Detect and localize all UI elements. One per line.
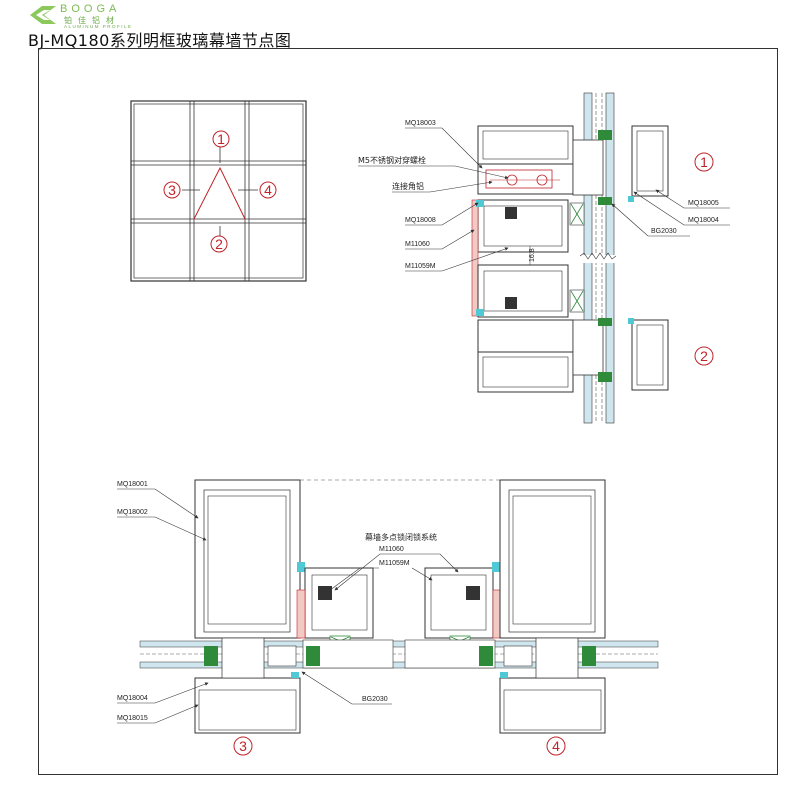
section-3-4-drawing (139, 479, 659, 734)
callout-mq18008: MQ18008 (405, 202, 479, 226)
svg-text:幕墙多点锁闭锁系统: 幕墙多点锁闭锁系统 (365, 532, 437, 542)
svg-text:M11060: M11060 (405, 241, 430, 248)
svg-text:MQ18005: MQ18005 (688, 200, 719, 207)
brand-name-cn: 铂佳铝材 (64, 16, 120, 25)
svg-text:MQ18015: MQ18015 (117, 715, 148, 722)
elevation-marker-1: 1 (212, 130, 230, 148)
callout-mq18004: MQ18004 (633, 191, 730, 226)
svg-text:3: 3 (168, 182, 176, 198)
svg-text:M5不锈钢对穿螺栓: M5不锈钢对穿螺栓 (358, 155, 426, 165)
elevation-marker-4: 4 (259, 181, 277, 199)
callout-mq18002: MQ18002 (117, 509, 207, 541)
svg-text:4: 4 (552, 738, 560, 754)
svg-text:MQ18003: MQ18003 (405, 120, 436, 127)
section-marker-1: 1 (694, 152, 714, 172)
callout-corner-connector: 连接角铝 (392, 180, 493, 193)
svg-text:1: 1 (700, 154, 708, 170)
svg-text:2: 2 (700, 348, 708, 364)
svg-text:M11060: M11060 (379, 546, 404, 553)
elevation-marker-2: 2 (210, 235, 228, 253)
page-title: BJ-MQ180系列明框玻璃幕墙节点图 (28, 31, 292, 50)
svg-text:连接角铝: 连接角铝 (392, 181, 424, 191)
svg-text:MQ18001: MQ18001 (117, 481, 148, 488)
svg-text:M11059M: M11059M (379, 560, 410, 567)
callout-m11059m: M11059M (321, 560, 433, 597)
section-marker-3: 3 (233, 736, 253, 756)
elevation-marker-3: 3 (163, 181, 181, 199)
callout-m11059m: M11059M (405, 247, 509, 272)
svg-text:MQ18004: MQ18004 (688, 217, 719, 224)
svg-text:4: 4 (264, 182, 272, 198)
svg-text:BG2030: BG2030 (362, 696, 388, 703)
callout-m5-bolt: M5不锈钢对穿螺栓 (358, 155, 509, 180)
svg-text:BG2030: BG2030 (651, 228, 677, 235)
dimension-16-8: 16.8 (529, 248, 536, 262)
elevation-grid (130, 100, 307, 282)
callout-m11060: M11060 (405, 229, 475, 250)
callout-mq18003: MQ18003 (405, 120, 483, 169)
callout-mq18001: MQ18001 (117, 481, 199, 519)
svg-text:1: 1 (217, 131, 225, 147)
drawing-frame (38, 48, 778, 775)
svg-text:MQ18008: MQ18008 (405, 217, 436, 224)
section-1-2-drawing (471, 92, 669, 424)
svg-text:MQ18002: MQ18002 (117, 509, 148, 516)
brand-name: BOOGA (60, 3, 121, 15)
callout-m11060-left: M11060 (334, 546, 459, 591)
section-marker-2: 2 (694, 346, 714, 366)
svg-text:M11059M: M11059M (405, 263, 436, 270)
callout-lock-system: 幕墙多点锁闭锁系统 (365, 532, 437, 542)
callout-bg2030-bottom: BG2030 (301, 671, 392, 705)
svg-text:3: 3 (239, 738, 247, 754)
callout-mq18004-bottom: MQ18004 (117, 682, 209, 704)
section-marker-4: 4 (546, 736, 566, 756)
brand-logo (28, 4, 168, 26)
brand-subtitle: ALUMINUM PROFILE (64, 24, 133, 29)
svg-text:16.8: 16.8 (529, 248, 536, 262)
logo-leaf-icon (30, 6, 56, 24)
svg-text:MQ18004: MQ18004 (117, 695, 148, 702)
svg-text:2: 2 (215, 236, 223, 252)
callout-mq18015: MQ18015 (117, 704, 199, 724)
callout-mq18005: MQ18005 (655, 189, 730, 209)
callout-bg2030: BG2030 (611, 203, 690, 237)
